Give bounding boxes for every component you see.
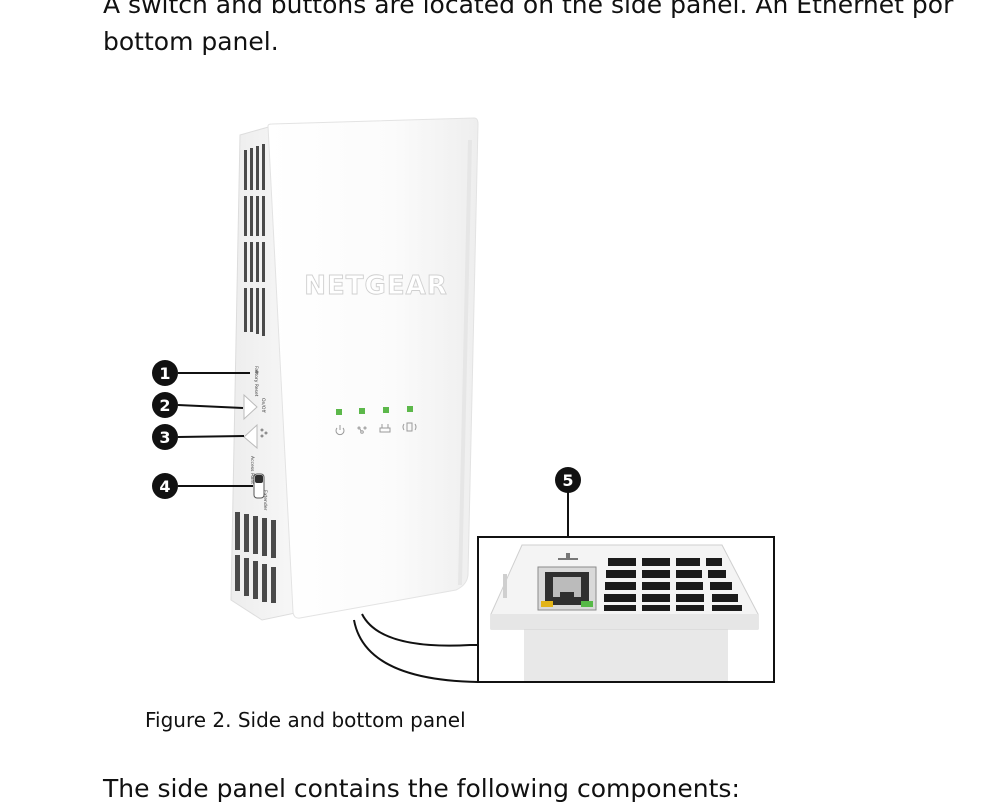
- client-link-icon: [379, 424, 391, 433]
- upper-side-vents: [244, 144, 265, 336]
- inset-slab-edge: [491, 614, 758, 629]
- power-icon: [335, 425, 345, 436]
- side-panel-labels: Factory Reset On/Off Access Point Extend…: [249, 366, 268, 511]
- callout-3: [152, 424, 178, 450]
- bottom-panel-inset: [477, 536, 775, 683]
- callout-line-3: [177, 435, 245, 438]
- callout-badges: 1 2 3 4 5: [152, 360, 581, 499]
- front-panel: [267, 117, 479, 619]
- callout-5: [555, 467, 581, 493]
- callout-1-number: 1: [159, 364, 170, 383]
- callout-5-number: 5: [562, 471, 573, 490]
- ethernet-symbol-icon: [558, 553, 578, 560]
- wps-side-icon: [260, 428, 268, 438]
- side-panel: [230, 125, 301, 621]
- following-paragraph: The side panel contains the following co…: [103, 774, 740, 803]
- inset-side-notch: [503, 574, 507, 598]
- wps-button: [243, 423, 258, 450]
- access-point-label: Access Point: [249, 456, 255, 484]
- callout-lines: [177, 372, 569, 550]
- extender-label: Extender: [262, 490, 268, 511]
- netgear-logo: NETGEAR: [304, 271, 448, 301]
- callout-4-number: 4: [159, 477, 170, 496]
- port-led-right: [581, 601, 593, 607]
- callout-4: [152, 473, 178, 499]
- callout-3-number: 3: [159, 428, 170, 447]
- intro-line-1: A switch and buttons are located on the …: [103, 0, 954, 19]
- intro-paragraph: A switch and buttons are located on the …: [103, 0, 983, 60]
- client-link-led: [383, 407, 389, 413]
- router-link-led: [359, 408, 365, 414]
- factory-reset-hole: [255, 370, 259, 374]
- power-button: [243, 393, 258, 421]
- wps-led: [407, 406, 413, 412]
- callout-2-number: 2: [159, 396, 170, 415]
- front-edge: [458, 140, 472, 585]
- lower-side-vents: [235, 512, 276, 603]
- ethernet-port: [537, 566, 597, 611]
- factory-reset-label: Factory Reset: [253, 366, 259, 397]
- callout-line-2: [177, 404, 244, 409]
- on-off-label: On/Off: [260, 398, 266, 413]
- extender-device: NETGEAR: [230, 117, 479, 621]
- inset-connector: [353, 613, 480, 683]
- port-led-left: [541, 601, 553, 607]
- bottom-vents: [604, 558, 742, 611]
- callout-1: [152, 360, 178, 386]
- front-leds: [336, 406, 413, 415]
- power-led: [336, 409, 342, 415]
- router-link-icon: [357, 426, 367, 434]
- inset-body: [524, 628, 728, 681]
- figure-caption: Figure 2. Side and bottom panel: [145, 708, 466, 732]
- mode-switch-knob: [255, 475, 263, 483]
- led-icons: [335, 422, 417, 436]
- callout-2: [152, 392, 178, 418]
- wps-icon: [402, 422, 417, 432]
- intro-line-2: bottom panel.: [103, 27, 279, 56]
